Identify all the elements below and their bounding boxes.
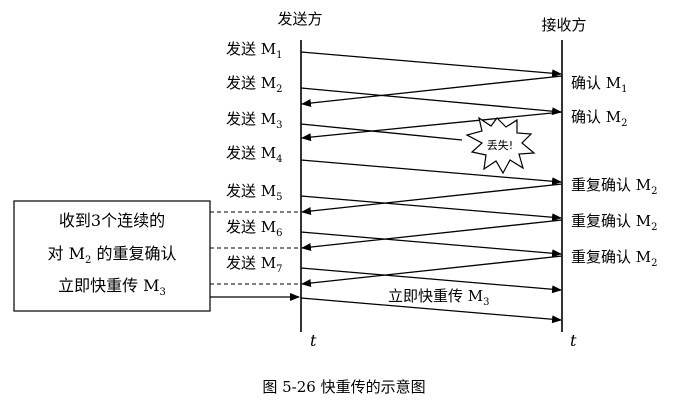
- segment-arrow-m6: [300, 231, 562, 258]
- send-label-m2: 发送 M2: [226, 74, 283, 95]
- lost-burst-icon: [465, 116, 536, 175]
- ack-arrow-m2: [301, 111, 563, 142]
- receiver-title: 接收方: [541, 16, 586, 34]
- segment-arrow-m4: [300, 159, 562, 186]
- segment-arrow-m2: [300, 87, 562, 116]
- send-label-m1: 发送 M1: [226, 40, 283, 61]
- segment-arrow-m7: [300, 267, 562, 294]
- segment-arrow-m1: [300, 51, 562, 78]
- dup-ack-arrow-1: [301, 183, 563, 216]
- dup-ack-arrow-2: [301, 219, 563, 252]
- segment-arrow-m5: [300, 195, 562, 222]
- send-label-m7: 发送 M7: [226, 254, 283, 275]
- note-line-3: 立即快重传 M3: [58, 276, 166, 298]
- retransmit-arrow-m3: [300, 297, 562, 324]
- ack-label-m2: 确认 M2: [571, 108, 628, 129]
- note-box: [13, 200, 211, 312]
- send-label-m3: 发送 M3: [226, 110, 283, 131]
- segment-arrow-m3-lost: [300, 123, 463, 141]
- note-line-1: 收到3个连续的: [59, 211, 165, 230]
- note-line-2: 对 M2 的重复确认: [48, 244, 177, 266]
- dup-ack-arrow-3: [301, 255, 563, 288]
- ack-arrow-m1: [301, 75, 563, 108]
- dup-ack-label-3: 重复确认 M2: [571, 248, 658, 269]
- receiver-time-axis-label: t: [570, 331, 577, 350]
- send-label-m4: 发送 M4: [226, 144, 283, 165]
- dup-ack-label-2: 重复确认 M2: [571, 212, 658, 233]
- sender-title: 发送方: [277, 10, 322, 28]
- ack-label-m1: 确认 M1: [571, 74, 628, 95]
- lost-label: 丢失!: [487, 139, 513, 152]
- figure-caption: 图 5-26 快重传的示意图: [262, 378, 425, 396]
- retransmit-label: 立即快重传 M3: [388, 287, 490, 308]
- dup-ack-label-1: 重复确认 M2: [571, 176, 658, 197]
- send-label-m6: 发送 M6: [226, 218, 283, 239]
- sender-time-axis-label: t: [310, 331, 317, 350]
- send-label-m5: 发送 M5: [226, 182, 283, 203]
